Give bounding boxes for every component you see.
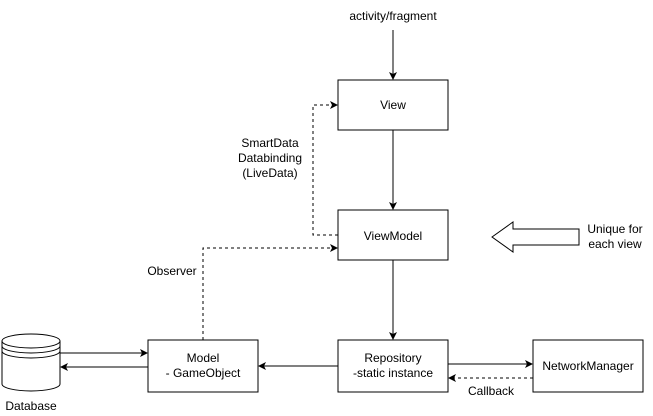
database-ring-2 — [1, 350, 61, 359]
network-manager-box — [532, 339, 644, 393]
edge-model-to-viewmodel-observer — [202, 244, 338, 340]
activity-fragment-label: activity/fragment — [349, 9, 437, 23]
repository-node: Repository -static instance — [337, 339, 449, 393]
viewmodel-node: ViewModel — [337, 209, 449, 261]
database-body — [1, 341, 61, 392]
observer-label: Observer — [147, 264, 196, 278]
database-label: Database — [5, 399, 57, 413]
model-label-line2: - GameObject — [166, 366, 241, 380]
unique-label-line1: Unique for — [587, 222, 642, 236]
database-top — [1, 333, 61, 349]
block-arrow-icon — [491, 221, 580, 253]
viewmodel-box — [337, 209, 449, 261]
view-label: View — [380, 98, 406, 112]
edge-viewmodel-to-view-databinding — [312, 101, 338, 236]
database-icon — [1, 333, 61, 392]
unique-label-line2: each view — [588, 237, 642, 251]
viewmodel-label: ViewModel — [364, 229, 422, 243]
view-node: View — [337, 79, 449, 131]
smartdata-label-line3: (LiveData) — [242, 166, 297, 180]
repository-box — [337, 339, 449, 393]
network-manager-label: NetworkManager — [542, 359, 633, 373]
smartdata-label-line2: Databinding — [238, 151, 302, 165]
model-label-line1: Model — [187, 351, 220, 365]
smartdata-label-line1: SmartData — [241, 136, 299, 150]
network-manager-node: NetworkManager — [532, 339, 644, 393]
repository-label-line1: Repository — [364, 351, 421, 365]
database-ring-1 — [1, 345, 61, 354]
model-node: Model - GameObject — [147, 339, 259, 393]
repository-label-line2: -static instance — [353, 366, 433, 380]
callback-label: Callback — [468, 384, 515, 398]
model-box — [147, 339, 259, 393]
